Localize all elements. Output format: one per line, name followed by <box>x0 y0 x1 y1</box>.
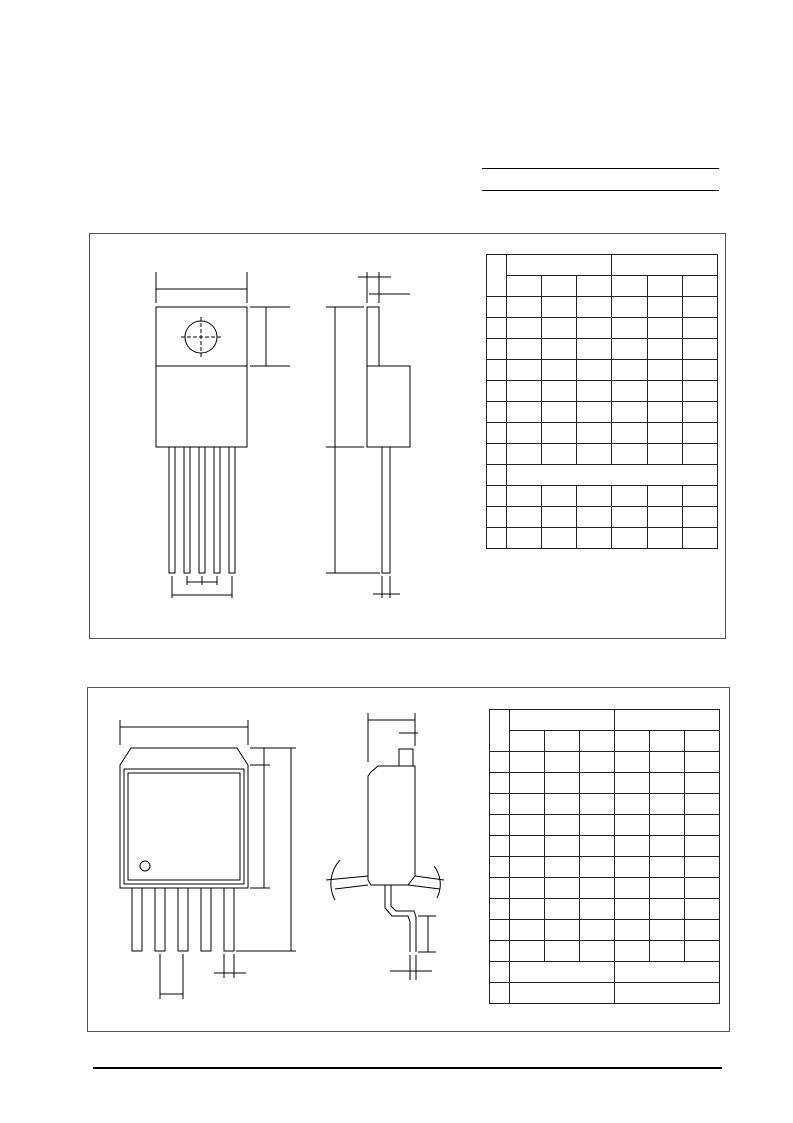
package-2-frame <box>87 687 730 1032</box>
package-2-dimension-table <box>489 709 720 1004</box>
header-rule-bottom <box>482 190 719 191</box>
package-1-dimension-table <box>486 254 719 549</box>
footer-rule <box>93 1067 722 1069</box>
header-rule-top <box>482 168 719 169</box>
package-1-frame <box>89 233 726 639</box>
